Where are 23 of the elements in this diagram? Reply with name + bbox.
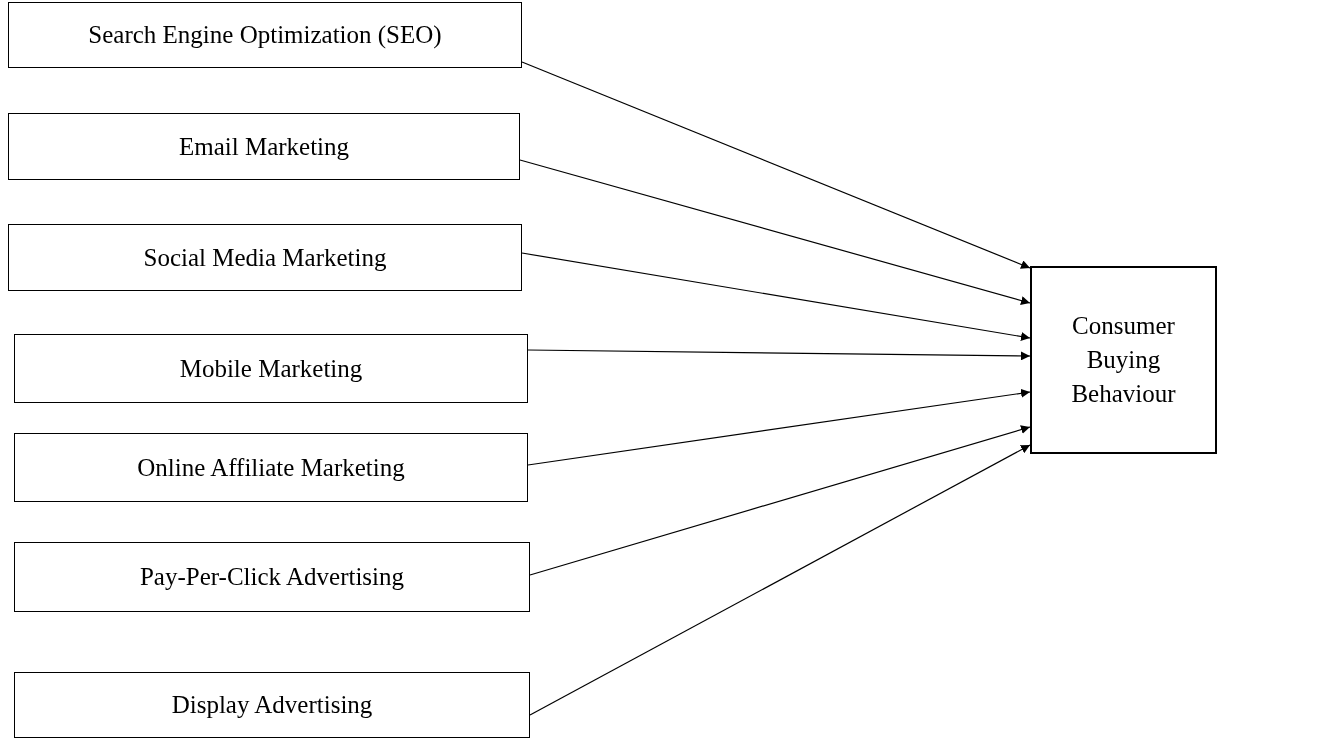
arrow: [527, 349, 1031, 361]
box-label: Email Marketing: [178, 131, 350, 162]
box-label: Display Advertising: [171, 690, 373, 721]
process-box: [8, 2, 522, 68]
box-label: Mobile Marketing: [179, 353, 363, 384]
arrow: [519, 159, 1031, 305]
box-label: Online Affiliate Marketing: [137, 452, 405, 483]
box-label: Pay-Per-Click Advertising: [139, 562, 405, 593]
process-box: [1030, 266, 1217, 454]
arrow: [521, 252, 1031, 341]
arrow: [529, 425, 1031, 576]
box-label: Search Engine Optimization (SEO): [88, 20, 442, 51]
process-box: [14, 542, 530, 612]
arrow: [527, 388, 1031, 466]
process-box: [14, 672, 530, 738]
process-box: [14, 433, 528, 502]
process-box: [8, 224, 522, 291]
process-box: [14, 334, 528, 403]
arrow: [529, 444, 1031, 716]
process-box: [8, 113, 520, 180]
arrow: [521, 61, 1031, 269]
box-label: Consumer Buying Behaviour: [1070, 311, 1177, 409]
box-label: Social Media Marketing: [143, 242, 387, 273]
